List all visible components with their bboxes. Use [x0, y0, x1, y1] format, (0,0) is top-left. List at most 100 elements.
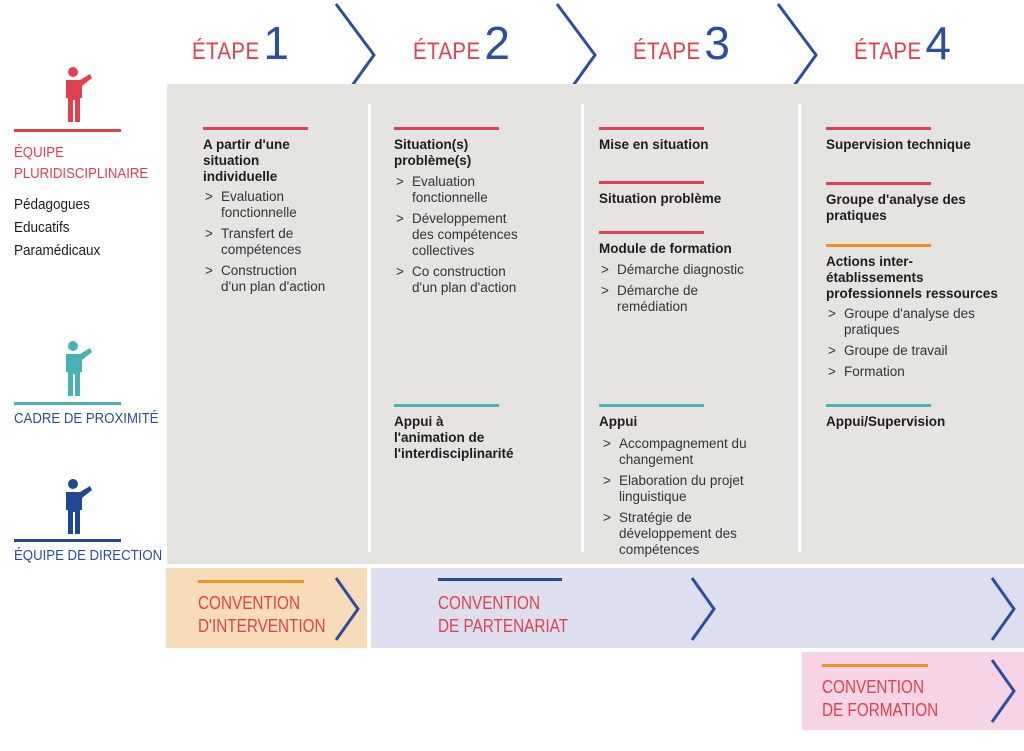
step-1-header: ÉTAPE 1 — [192, 20, 289, 80]
title-line: individuelle — [203, 169, 278, 184]
col2-title: Situation(s) problème(s) — [394, 137, 471, 169]
title-line: Situation(s) — [394, 137, 469, 152]
convention-line: CONVENTION — [822, 677, 925, 697]
section-bar — [599, 404, 704, 407]
col3-list: Démarche diagnostic Démarche deremédiati… — [599, 262, 789, 320]
title-line: situation — [203, 153, 260, 168]
chevron-right-icon — [990, 659, 1016, 723]
col4-title-3: Actions inter- établissements profession… — [826, 254, 998, 302]
col3-title-2: Situation problème — [599, 191, 722, 206]
col4-title-2: Groupe d'analyse des pratiques — [826, 192, 966, 224]
section-bar — [198, 580, 304, 583]
title-line: Appui à — [394, 414, 444, 429]
legend-member: Pédagogues — [14, 196, 90, 213]
step-word: ÉTAPE — [633, 38, 701, 65]
legend-bar — [14, 129, 121, 132]
legend-member: Paramédicaux — [14, 242, 101, 259]
list-item: Formation — [826, 364, 1021, 380]
title-line: Actions inter- — [826, 254, 914, 269]
step-number: 4 — [925, 17, 952, 69]
person-pointing-icon — [66, 67, 92, 122]
chevron-right-icon — [334, 577, 360, 641]
col3-title-1: Mise en situation — [599, 137, 709, 152]
list-item: Groupe de travail — [826, 343, 1021, 359]
col3-title-3: Module de formation — [599, 241, 732, 256]
step-2-header: ÉTAPE 2 — [413, 20, 510, 80]
section-bar — [599, 231, 704, 234]
person-pointing-icon — [66, 341, 92, 396]
section-bar — [826, 127, 931, 130]
legend-equipe-direction: ÉQUIPE DE DIRECTION — [14, 547, 163, 564]
legend-bar — [14, 539, 121, 542]
col1-title: A partir d'une situation individuelle — [203, 137, 290, 185]
step-number: 2 — [484, 17, 511, 69]
legend-line: PLURIDISCIPLINAIRE — [14, 165, 149, 182]
col3-appui: Appui — [599, 414, 638, 429]
step-word: ÉTAPE — [413, 38, 481, 65]
section-bar — [599, 181, 704, 184]
title-line: pratiques — [826, 208, 887, 223]
convention-line: DE FORMATION — [822, 700, 939, 720]
col2-appui: Appui à l'animation de l'interdisciplina… — [394, 414, 514, 462]
step-4-header: ÉTAPE 4 — [854, 20, 951, 80]
section-bar — [826, 182, 931, 185]
column-divider — [798, 104, 801, 552]
step-number: 1 — [263, 17, 290, 69]
section-bar — [826, 244, 931, 247]
section-bar — [394, 127, 499, 130]
step-number: 3 — [704, 17, 731, 69]
legend-members: Pédagogues Educatifs Paramédicaux — [14, 193, 100, 262]
legend-member: Educatifs — [14, 219, 70, 236]
title-line: Groupe d'analyse des — [826, 192, 966, 207]
section-bar — [826, 404, 931, 407]
chevron-right-icon — [690, 577, 716, 641]
list-item: Démarche diagnostic — [599, 262, 789, 278]
step-3-header: ÉTAPE 3 — [633, 20, 730, 80]
title-line: établissements — [826, 270, 924, 285]
title-line: A partir d'une — [203, 137, 290, 152]
section-bar — [394, 404, 499, 407]
step-word: ÉTAPE — [854, 38, 922, 65]
col4-appui: Appui/Supervision — [826, 414, 946, 429]
person-pointing-icon — [66, 479, 92, 534]
legend-line: ÉQUIPE — [14, 144, 64, 161]
convention-line: CONVENTION — [198, 593, 301, 613]
convention-intervention-label: CONVENTION D'INTERVENTION — [198, 592, 326, 638]
chevron-right-icon — [990, 577, 1016, 641]
title-line: l'interdisciplinarité — [394, 446, 514, 461]
legend-equipe-pluridisciplinaire: ÉQUIPE PLURIDISCIPLINAIRE — [14, 142, 148, 184]
column-divider — [368, 104, 371, 552]
convention-partenariat-label: CONVENTION DE PARTENARIAT — [438, 592, 568, 638]
section-bar — [203, 127, 308, 130]
legend-bar — [14, 402, 121, 405]
title-line: l'animation de — [394, 430, 485, 445]
title-line: problème(s) — [394, 153, 472, 168]
col4-title-1: Supervision technique — [826, 137, 971, 152]
convention-formation-label: CONVENTION DE FORMATION — [822, 676, 938, 722]
legend-cadre-proximite: CADRE DE PROXIMITÉ — [14, 410, 159, 427]
section-bar — [599, 127, 704, 130]
section-bar — [438, 578, 562, 581]
step-word: ÉTAPE — [192, 38, 260, 65]
title-line: professionnels ressources — [826, 286, 998, 301]
column-divider — [581, 104, 584, 552]
convention-line: DE PARTENARIAT — [438, 616, 569, 636]
convention-line: CONVENTION — [438, 593, 541, 613]
section-bar — [822, 664, 928, 667]
convention-line: D'INTERVENTION — [198, 616, 326, 636]
